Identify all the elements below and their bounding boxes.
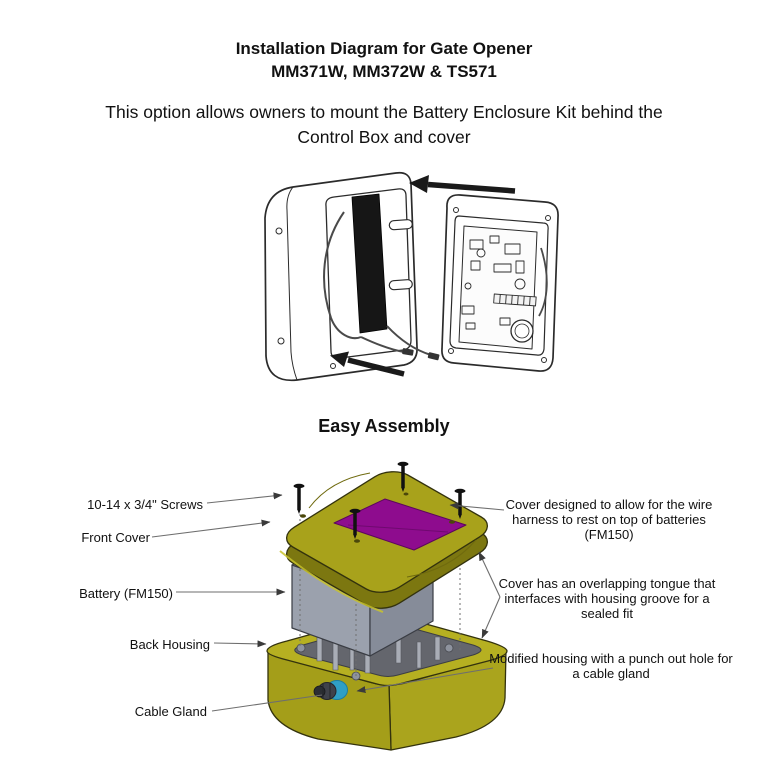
front-cover-shape	[277, 466, 497, 614]
screw-shape	[397, 461, 409, 492]
screws-group	[293, 461, 466, 539]
control-box-illustration	[441, 194, 559, 372]
internal-battery-shape	[351, 193, 388, 334]
leader-line	[481, 596, 501, 639]
note-cover-wire-harness: Cover designed to allow for the wire har…	[505, 497, 713, 542]
housing-ribs	[316, 633, 441, 674]
leader-line	[213, 640, 267, 648]
label-back-housing: Back Housing	[129, 637, 210, 652]
leader-line	[206, 492, 283, 504]
label-cable-gland: Cable Gland	[134, 704, 207, 719]
page-title-line2: MM371W, MM372W & TS571	[271, 62, 497, 81]
mount-direction-arrow-icon	[409, 175, 516, 194]
page-subtitle: This option allows owners to mount the B…	[105, 102, 663, 147]
screw-shape	[454, 488, 466, 519]
battery-enclosure-illustration	[264, 171, 440, 382]
label-front-cover: Front Cover	[81, 530, 150, 545]
screw-shape	[293, 483, 305, 514]
wire-harness-shape	[323, 211, 362, 339]
screw-shape	[349, 508, 361, 539]
circuit-board-shape	[458, 225, 538, 350]
leader-lines	[151, 492, 505, 712]
leader-line	[356, 667, 494, 694]
mount-direction-arrow-icon	[330, 351, 405, 377]
leader-line	[211, 694, 323, 712]
alignment-dashed-lines	[299, 508, 461, 681]
leader-line	[449, 502, 505, 511]
page-title-line1: Installation Diagram for Gate Opener	[235, 39, 533, 58]
note-modified-housing: Modified housing with a punch out hole f…	[489, 651, 733, 681]
leader-line	[478, 551, 501, 598]
note-cover-tongue: Cover has an overlapping tongue that int…	[498, 576, 716, 621]
easy-assembly-heading: Easy Assembly	[318, 416, 450, 436]
leader-line	[151, 519, 271, 538]
page-title: Installation Diagram for Gate Opener MM3…	[0, 37, 768, 83]
cable-gland-shape	[313, 680, 348, 700]
label-screws: 10-14 x 3/4" Screws	[87, 497, 203, 512]
cover-label-window	[333, 498, 467, 551]
label-battery: Battery (FM150)	[79, 586, 173, 601]
